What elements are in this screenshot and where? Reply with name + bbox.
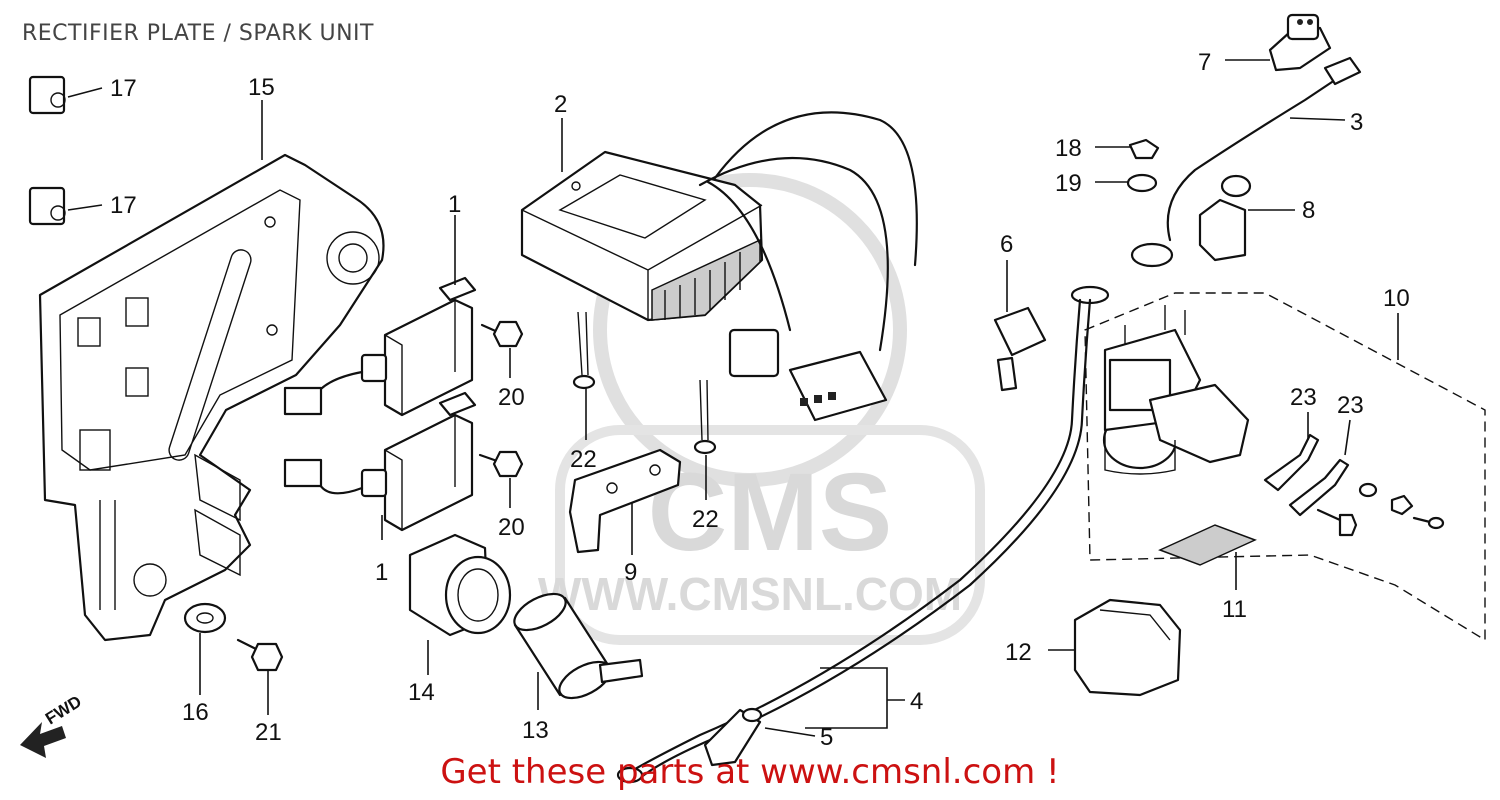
callout-15: 15 [248, 74, 275, 101]
callout-17-lower: 17 [110, 192, 137, 219]
condenser [513, 592, 644, 700]
callout-9: 9 [624, 559, 637, 586]
flange-bolt [236, 638, 284, 672]
callout-10: 10 [1383, 285, 1410, 312]
callout-7: 7 [1198, 49, 1211, 76]
leader-lines [67, 59, 1399, 737]
clip-left [1263, 433, 1320, 492]
callout-21: 21 [255, 719, 282, 746]
callout-1-lower: 1 [375, 559, 388, 586]
insulator-sheet [1158, 524, 1257, 566]
cdi-cover [1073, 598, 1182, 697]
small-hardware [1316, 482, 1445, 537]
watermark: CMS WWW.CMSNL.COM [538, 173, 985, 645]
spark-unit-lower [283, 391, 477, 532]
lock-washer [1126, 173, 1158, 193]
mounting-bracket [568, 448, 682, 554]
ground-lead [1130, 56, 1362, 268]
rectifier-plate [38, 153, 385, 642]
fwd-direction-marker: FWD [20, 692, 85, 758]
callout-11: 11 [1222, 596, 1247, 623]
callout-16: 16 [182, 699, 209, 726]
callout-8: 8 [1302, 197, 1315, 224]
callout-23-right: 23 [1337, 392, 1364, 419]
watermark-url: WWW.CMSNL.COM [538, 568, 962, 620]
callout-17-upper: 17 [110, 75, 137, 102]
nut [1128, 138, 1160, 160]
plug-cap [1268, 13, 1332, 72]
callout-12: 12 [1005, 639, 1032, 666]
callout-19: 19 [1055, 170, 1082, 197]
cdi-unit-assembly [1084, 292, 1486, 642]
callout-18: 18 [1055, 135, 1082, 162]
spark-unit-upper [283, 276, 477, 417]
washer [183, 602, 227, 634]
callout-1-upper: 1 [448, 191, 461, 218]
terminal-cap [993, 306, 1047, 392]
callout-6: 6 [1000, 231, 1013, 258]
footer-link[interactable]: Get these parts at www.cmsnl.com ! [440, 752, 1060, 792]
fwd-label: FWD [42, 692, 85, 729]
clip-nut-lower [28, 186, 66, 226]
callout-23-left: 23 [1290, 384, 1317, 411]
callout-20-lower: 20 [498, 514, 525, 541]
callouts: 17 17 15 2 1 1 20 20 22 22 9 14 13 16 21… [110, 49, 1410, 751]
diagram-title: RECTIFIER PLATE / SPARK UNIT [22, 21, 374, 46]
callout-3: 3 [1350, 109, 1363, 136]
callout-4: 4 [910, 688, 923, 715]
long-bolt-right [693, 379, 717, 455]
watermark-brand: CMS [648, 451, 892, 574]
callout-22-right: 22 [692, 506, 719, 533]
clip-right [1288, 458, 1350, 517]
bolt-upper [480, 320, 524, 348]
wire-boot [703, 707, 763, 767]
callout-14: 14 [408, 679, 435, 706]
long-bolt-left [572, 311, 596, 390]
callout-2: 2 [554, 91, 567, 118]
clip-nut-upper [28, 75, 66, 115]
rubber-cap [1198, 174, 1252, 262]
callout-22-left: 22 [570, 446, 597, 473]
callout-13: 13 [522, 717, 549, 744]
callout-20-upper: 20 [498, 384, 525, 411]
rubber-mount [408, 533, 512, 637]
callout-5: 5 [820, 724, 833, 751]
bolt-lower [478, 450, 524, 478]
regulator-rectifier [520, 111, 918, 422]
